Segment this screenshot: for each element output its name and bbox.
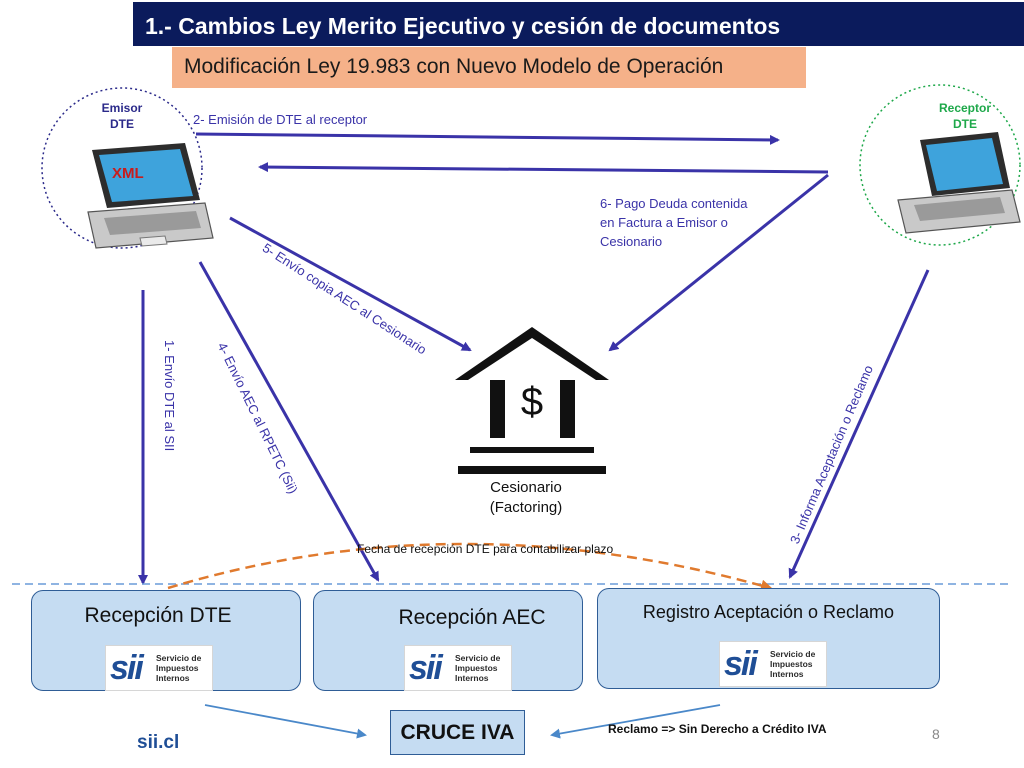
cesionario-label: Cesionario (Factoring) (489, 479, 563, 516)
receptor-label: Receptor DTE (938, 101, 991, 131)
page-title: 1.- Cambios Ley Merito Ejecutivo y cesió… (133, 2, 1024, 46)
arrow-receptor-to-emisor (258, 162, 829, 174)
arrow-step-3 (788, 269, 930, 579)
footer-logo: sii.cl (137, 732, 180, 753)
sii-logo: sii Servicio de Impuestos Internos (404, 645, 512, 691)
date-arc (167, 542, 773, 592)
page-number: 8 (932, 726, 940, 742)
arrow-step-4 (198, 261, 380, 582)
sii-logo-text: Servicio de Impuestos Internos (156, 653, 202, 683)
sii-logo-text: Servicio de Impuestos Internos (770, 649, 816, 679)
reclamo-note: Reclamo => Sin Derecho a Crédito IVA (608, 722, 827, 736)
receptor-laptop-icon (897, 132, 1021, 234)
recepcion-aec-box: Recepción AEC sii Servicio de Impuestos … (313, 590, 583, 691)
page-subtitle: Modificación Ley 19.983 con Nuevo Modelo… (172, 47, 806, 88)
recepcion-dte-box: Recepción DTE sii Servicio de Impuestos … (31, 590, 301, 691)
sii-logo-text: Servicio de Impuestos Internos (455, 653, 501, 683)
bank-icon: $ (455, 327, 609, 474)
cruce-iva-box: CRUCE IVA (390, 710, 525, 755)
step-2-label: 2- Emisión de DTE al receptor (193, 112, 368, 127)
sii-logo-mark: sii (724, 645, 758, 683)
sii-logo: sii Servicio de Impuestos Internos (105, 645, 213, 691)
xml-label: XML (112, 165, 144, 182)
svg-text:$: $ (521, 380, 543, 424)
sii-logo: sii Servicio de Impuestos Internos (719, 641, 827, 687)
sii-logo-mark: sii (409, 649, 443, 687)
arrow-to-cruce-left (204, 704, 367, 739)
emisor-label: Emisor DTE (101, 101, 143, 131)
emisor-circle (41, 87, 203, 249)
fecha-note: Fecha de recepción DTE para contabilizar… (357, 542, 614, 556)
receptor-circle (859, 84, 1021, 246)
sii-logo-mark: sii (110, 649, 144, 687)
arrow-step-2 (195, 132, 780, 145)
registro-title: Registro Aceptación o Reclamo (642, 602, 895, 622)
registro-box: Registro Aceptación o Reclamo sii Servic… (597, 588, 940, 689)
emisor-laptop-icon (87, 143, 214, 249)
arrow-step-6 (608, 173, 829, 352)
step-6-label: 6- Pago Deuda contenida en Factura a Emi… (600, 196, 748, 249)
step-1-label: 1- Envío DTE al SII (162, 340, 177, 452)
arrow-step-5 (229, 216, 472, 352)
recepcion-dte-title: Recepción DTE (84, 604, 232, 627)
recepcion-aec-title: Recepción AEC (398, 606, 546, 629)
arrow-to-cruce-right (550, 704, 721, 739)
